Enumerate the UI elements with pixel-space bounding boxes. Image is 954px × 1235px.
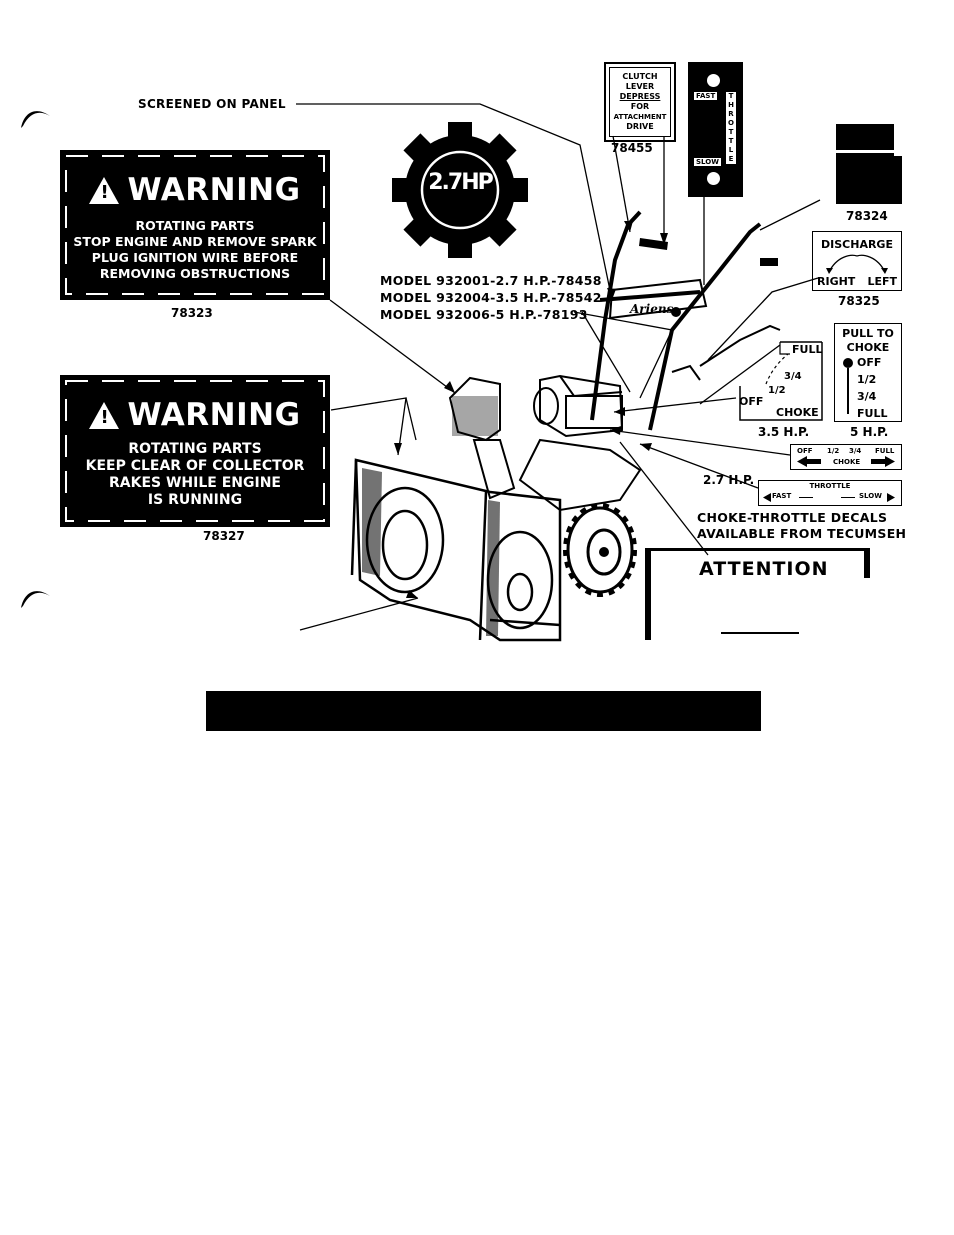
discharge-decal: DISCHARGE RIGHT LEFT	[812, 231, 902, 291]
clutch-line: ATTACHMENT	[613, 113, 667, 121]
choke-strip-27hp: OFF 1/2 3/4 FULL CHOKE	[790, 444, 902, 470]
warning-decal-2: ! WARNING ROTATING PARTS KEEP CLEAR OF C…	[60, 375, 330, 527]
clutch-line: CLUTCH	[622, 72, 658, 81]
choke27-label: CHOKE	[833, 458, 861, 466]
warning-line: PLUG IGNITION WIRE BEFORE	[91, 250, 299, 265]
warning-line: ROTATING PARTS	[128, 441, 262, 457]
choke27-3-4: 3/4	[849, 447, 862, 455]
choke-3-4: 3/4	[784, 371, 802, 382]
model-list: MODEL 932001-2.7 H.P.-78458 MODEL 932004…	[380, 272, 602, 323]
choke27-off: OFF	[797, 447, 813, 455]
throttle-vertical-word: T H R O T T L E	[726, 92, 736, 164]
corner-mark-top	[21, 111, 50, 128]
throttle-slow-label: SLOW	[694, 158, 721, 166]
model-line: MODEL 932004-3.5 H.P.-78542	[380, 290, 602, 305]
choke5-item: FULL	[857, 407, 888, 420]
attention-title: ATTENTION	[699, 558, 829, 580]
choke-27hp-label: 2.7 H.P.	[703, 473, 755, 487]
clutch-line: DRIVE	[626, 122, 654, 131]
choke5-item: 1/2	[857, 373, 877, 386]
discharge-title: DISCHARGE	[821, 238, 893, 251]
decal-code-78323: 78323	[171, 306, 213, 320]
throttle-strip-27hp: THROTTLE FAST SLOW	[758, 480, 902, 506]
warning-line: ROTATING PARTS	[135, 218, 255, 233]
corner-mark-bottom	[21, 591, 50, 608]
warning-line: STOP ENGINE AND REMOVE SPARK	[73, 234, 317, 249]
choke5-item: OFF	[857, 356, 882, 369]
choke-off: OFF	[739, 395, 764, 408]
throttle-decal: FAST SLOW T H R O T T L E	[688, 62, 743, 197]
handle-brand-text: Ariens	[629, 302, 674, 316]
right-arrow-icon	[887, 493, 895, 502]
clutch-line: FOR	[630, 102, 650, 111]
decal-code-78327: 78327	[203, 529, 245, 543]
decal-code-78324: 78324	[846, 209, 888, 223]
throttle27-fast: FAST	[772, 492, 792, 500]
black-banner	[206, 691, 761, 731]
throttle27-slow: SLOW	[859, 492, 882, 500]
attention-decal: ATTENTION	[645, 548, 870, 640]
warning-line: REMOVING OBSTRUCTIONS	[99, 266, 291, 281]
warning-triangle-icon: !	[89, 401, 120, 429]
decal-code-78455: 78455	[611, 141, 653, 155]
choke-1-2: 1/2	[768, 385, 786, 396]
choke-label: CHOKE	[776, 406, 819, 419]
clutch-decal: CLUTCH LEVER DEPRESS FOR ATTACHMENT DRIV…	[604, 62, 676, 142]
hole-dot	[707, 74, 720, 87]
warning-decal-1: ! WARNING ROTATING PARTS STOP ENGINE AND…	[60, 150, 330, 300]
choke-decal-35hp: FULL 3/4 1/2 OFF CHOKE	[736, 340, 826, 422]
choke-full: FULL	[792, 343, 823, 356]
discharge-right: RIGHT	[817, 275, 856, 288]
clutch-line: LEVER	[625, 82, 655, 91]
discharge-arrows-icon	[826, 254, 888, 274]
discharge-left: LEFT	[867, 275, 897, 288]
screened-on-panel-label: SCREENED ON PANEL	[138, 97, 286, 111]
choke-5hp-label: 5 H.P.	[850, 425, 889, 439]
clutch-line: DEPRESS	[619, 92, 661, 101]
warning-title: WARNING	[127, 172, 301, 208]
hp-badge-text: 2.7HP	[428, 170, 494, 195]
warning-line: KEEP CLEAR OF COLLECTOR	[85, 458, 305, 474]
hazard-stripes	[65, 380, 325, 522]
choke27-full: FULL	[875, 447, 895, 455]
warning-title: WARNING	[127, 397, 301, 433]
choke-throttle-note: CHOKE-THROTTLE DECALS AVAILABLE FROM TEC…	[697, 510, 907, 541]
model-line: MODEL 932006-5 H.P.-78193	[380, 307, 588, 322]
throttle-fast-label: FAST	[694, 92, 718, 100]
choke5-line: CHOKE	[846, 341, 890, 354]
choke27-half: 1/2	[827, 447, 840, 455]
left-arrow-icon	[797, 456, 821, 467]
left-arrow-icon	[763, 493, 771, 502]
snowblower-illustration: Ariens	[296, 103, 821, 642]
throttle27-title: THROTTLE	[809, 482, 851, 490]
warning-line: IS RUNNING	[147, 492, 243, 508]
warning-triangle-icon: !	[89, 176, 120, 204]
right-arrow-icon	[871, 456, 895, 467]
choke5-line: PULL TO	[842, 327, 894, 340]
hp-gear-badge	[392, 122, 528, 258]
choke5-item: 3/4	[857, 390, 877, 403]
hole-dot	[707, 172, 720, 185]
choke5-dot-icon	[843, 358, 853, 368]
warning-line: RAKES WHILE ENGINE	[109, 475, 281, 491]
black-decal-78324	[836, 124, 894, 204]
decal-code-78325: 78325	[838, 294, 880, 308]
choke-35hp-label: 3.5 H.P.	[758, 425, 810, 439]
hazard-stripes	[65, 155, 325, 295]
choke-decal-5hp: PULL TO CHOKE OFF 1/2 3/4 FULL	[834, 323, 902, 422]
model-line: MODEL 932001-2.7 H.P.-78458	[380, 273, 602, 288]
